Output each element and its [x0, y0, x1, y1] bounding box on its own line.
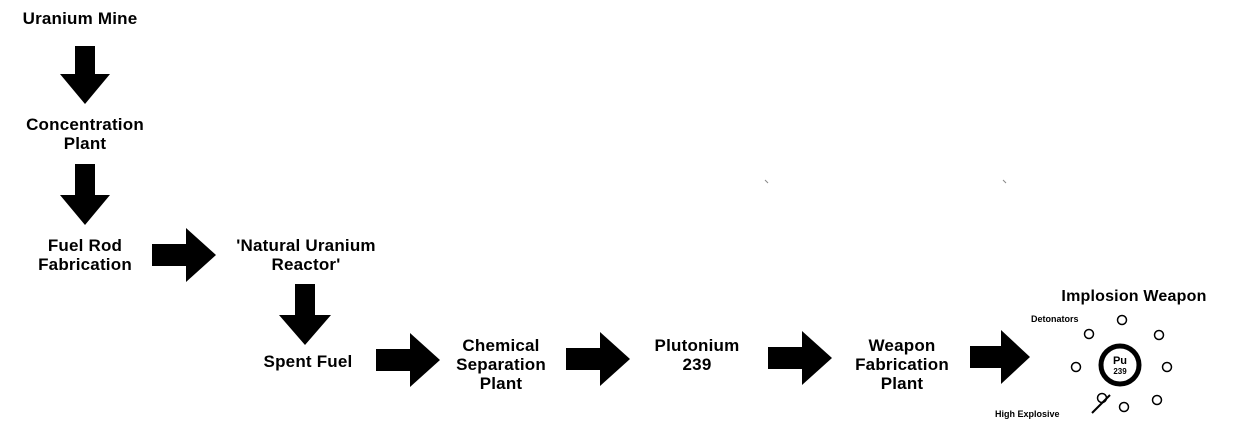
label-spent-fuel-line-1: Spent Fuel — [263, 352, 353, 371]
label-fuel-rod-fabrication-line-2: Fabrication — [38, 255, 132, 274]
label-concentration-plant-line-1: Concentration — [26, 115, 144, 134]
arrow-right-fuel-rod-to-reactor — [152, 228, 216, 282]
arrow-down-mine-to-concentration — [60, 46, 110, 104]
implosion-weapon-illustration: Pu 239 — [1070, 314, 1173, 414]
label-chemical-separation-plant-line-1: Chemical — [462, 336, 540, 355]
label-high-explosive: High Explosive — [995, 409, 1060, 419]
arrow-down-concentration-to-fuel-rod — [60, 164, 110, 225]
label-uranium-mine-line-1: Uranium Mine — [22, 9, 138, 28]
scan-speck-2 — [1002, 179, 1007, 184]
detonator-left — [1070, 361, 1082, 373]
high-explosive-pointer — [1091, 394, 1111, 414]
detonator-right — [1161, 361, 1173, 373]
arrow-right-weapon-fab-to-weapon — [970, 330, 1030, 384]
detonator-top — [1116, 314, 1128, 326]
arrow-right-plutonium-to-weapon-fab — [768, 331, 832, 385]
detonator-lower-right — [1151, 394, 1163, 406]
label-weapon-fabrication-plant-line-3: Plant — [880, 374, 924, 393]
plutonium-core-ring — [1098, 343, 1142, 387]
core-symbol-text: Pu — [1113, 355, 1127, 367]
arrow-right-separation-to-plutonium — [566, 332, 630, 386]
label-plutonium-239-line-1: Plutonium — [654, 336, 740, 355]
label-plutonium-239-line-2: 239 — [682, 355, 712, 374]
label-weapon-fabrication-plant-line-1: Weapon — [868, 336, 936, 355]
label-chemical-separation-plant-line-3: Plant — [479, 374, 523, 393]
label-natural-uranium-reactor-line-1: 'Natural Uranium — [236, 236, 376, 255]
label-uranium-mine: Uranium Mine — [0, 9, 160, 28]
label-weapon-fabrication-plant-line-2: Fabrication — [855, 355, 949, 374]
detonator-bottom — [1118, 401, 1130, 413]
label-natural-uranium-reactor-line-2: Reactor' — [271, 255, 341, 274]
arrow-right-spent-fuel-to-separation — [376, 333, 440, 387]
arrow-down-reactor-to-spent-fuel — [279, 284, 331, 345]
detonator-upper-left — [1083, 328, 1095, 340]
label-chemical-separation-plant-line-2: Separation — [456, 355, 546, 374]
scan-speck-1 — [764, 179, 769, 184]
label-implosion-weapon: Implosion Weapon — [1061, 288, 1207, 305]
label-spent-fuel: Spent Fuel — [240, 352, 376, 371]
core-number-text: 239 — [1113, 367, 1127, 376]
label-concentration-plant-line-2: Plant — [63, 134, 107, 153]
label-detonators: Detonators — [1031, 314, 1079, 324]
detonator-upper-right — [1153, 329, 1165, 341]
label-fuel-rod-fabrication-line-1: Fuel Rod — [47, 236, 123, 255]
